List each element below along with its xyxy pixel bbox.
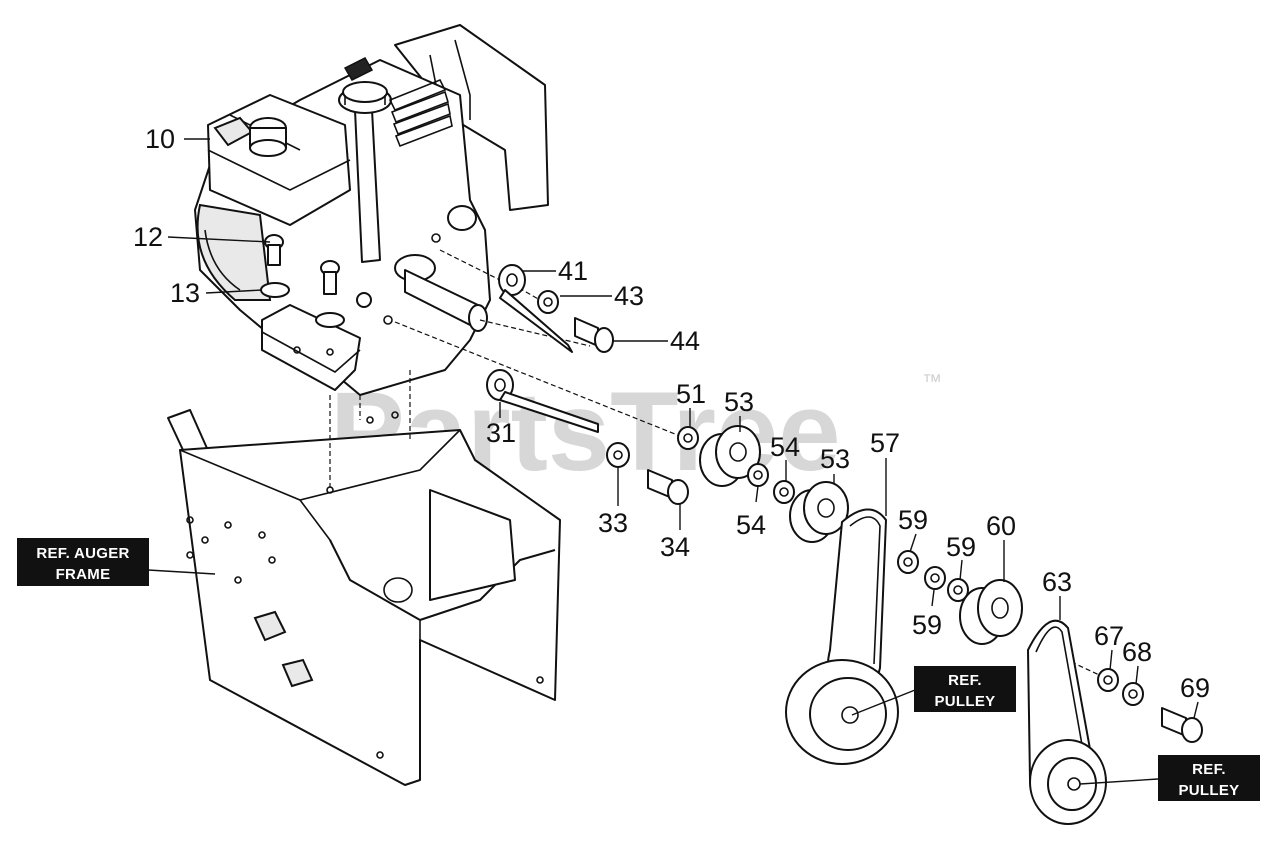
callout-57: 57: [870, 428, 900, 458]
callout-63: 63: [1042, 567, 1072, 597]
ref-pulley2-line1: REF.: [1192, 761, 1226, 778]
callout-59-upper: 59: [898, 505, 928, 535]
callout-67: 67: [1094, 621, 1124, 651]
callout-34: 34: [660, 532, 690, 562]
pulley-60: [959, 579, 1023, 645]
belt-63: [1027, 619, 1107, 825]
washer-43: [537, 290, 559, 314]
callout-53-lower: 53: [820, 444, 850, 474]
washer-51: [677, 426, 699, 450]
callout-54-upper: 54: [770, 432, 800, 462]
callout-51: 51: [676, 379, 706, 409]
ref-label-pulley-1: REF. PULLEY: [914, 666, 1016, 712]
callout-31: 31: [486, 418, 516, 448]
callout-43: 43: [614, 281, 644, 311]
washer-67: [1097, 668, 1119, 692]
callout-53-upper: 53: [724, 387, 754, 417]
ref-label-auger-frame: REF. AUGER FRAME: [17, 538, 149, 586]
pulley-53-lower: [789, 481, 849, 543]
engine-assembly: [194, 24, 549, 396]
idler-arm-41: [498, 264, 573, 353]
washer-33: [606, 442, 630, 468]
ref-pulley1-line1: REF.: [948, 672, 982, 689]
pulley-53-upper: [699, 425, 761, 487]
washer-59-c: [947, 578, 969, 602]
ref-pulley1-line2: PULLEY: [935, 693, 996, 710]
callout-33: 33: [598, 508, 628, 538]
callout-60: 60: [986, 511, 1016, 541]
leader-lines: [147, 138, 1199, 785]
callout-10: 10: [145, 124, 175, 154]
callout-numbers: 10 12 13 41 43 44 31 51 53 54 53 57 54 3…: [133, 124, 1210, 703]
callout-68: 68: [1122, 637, 1152, 667]
belt-57: [785, 508, 899, 765]
ref-pulley2-line2: PULLEY: [1179, 782, 1240, 799]
washer-54-a: [747, 463, 769, 487]
callout-41: 41: [558, 256, 588, 286]
bolt-34: [647, 469, 689, 505]
callout-59-middle: 59: [946, 532, 976, 562]
auger-frame: [167, 409, 561, 786]
bolt-69: [1161, 707, 1203, 743]
callout-13: 13: [170, 278, 200, 308]
callout-69: 69: [1180, 673, 1210, 703]
washer-68: [1122, 682, 1144, 706]
callout-54-lower: 54: [736, 510, 766, 540]
ref-label-pulley-2: REF. PULLEY: [1158, 755, 1260, 801]
ref-auger-line1: REF. AUGER: [36, 545, 129, 562]
watermark-tm: ™: [922, 371, 942, 393]
washer-59-b: [924, 566, 946, 590]
idler-arm-31: [486, 369, 599, 433]
callout-12: 12: [133, 222, 163, 252]
ref-auger-line2: FRAME: [56, 566, 111, 583]
callout-44: 44: [670, 326, 700, 356]
washer-54-b: [773, 480, 795, 504]
washer-59-a: [897, 550, 919, 574]
bolt-44: [574, 317, 614, 353]
callout-59-lower: 59: [912, 610, 942, 640]
